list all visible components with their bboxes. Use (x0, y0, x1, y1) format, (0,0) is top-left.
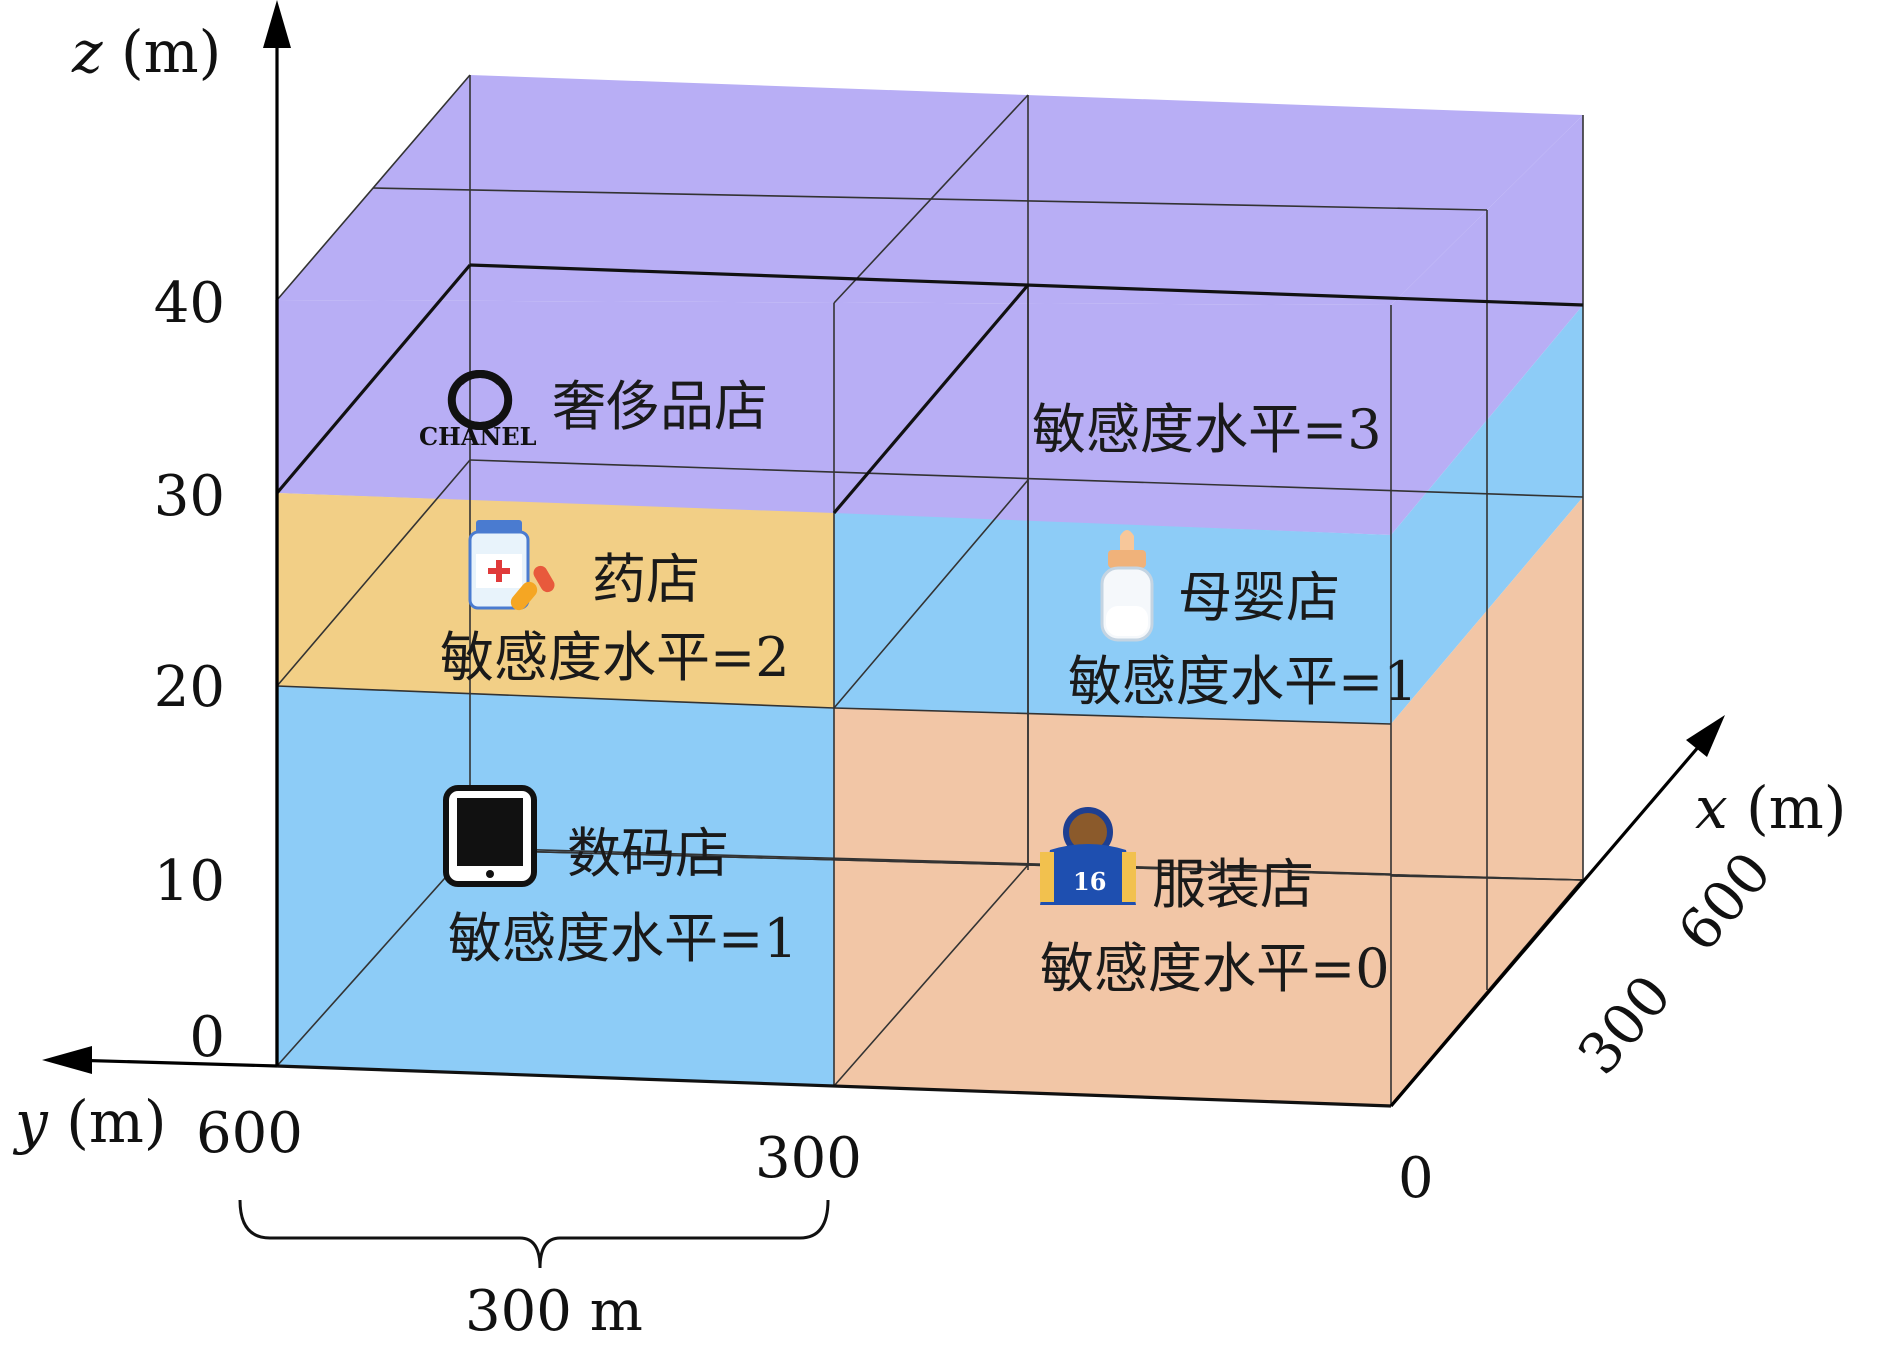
span-label: 300 m (465, 1279, 643, 1344)
z-axis-label: z (m) (71, 18, 221, 86)
x-axis-label: x (m) (1695, 774, 1846, 842)
clothing-store-sensitivity: 敏感度水平=0 (1040, 937, 1390, 1000)
z-tick-0: 0 (189, 1005, 225, 1070)
x-tick-0: 0 (1398, 1146, 1434, 1211)
y-axis-label: y (m) (12, 1088, 166, 1156)
x-axis (1389, 715, 1725, 1108)
pharmacy-store-name: 药店 (592, 548, 700, 611)
x-tick-300: 300 (1566, 963, 1685, 1087)
clothing-region-front-face (834, 708, 1391, 1106)
digital-store-sensitivity: 敏感度水平=1 (448, 907, 798, 970)
pharmacy-store-sensitivity: 敏感度水平=2 (440, 626, 790, 689)
z-axis-arrowhead (263, 0, 291, 48)
chanel-logo: CHANEL (419, 370, 537, 451)
x-axis-arrowhead (1686, 715, 1725, 757)
luxury-store-name: 奢侈品店 (552, 375, 768, 438)
z-tick-labels: 0 10 20 30 40 (154, 271, 225, 1070)
z-tick-40: 40 (154, 271, 225, 336)
digital-region-front-face (277, 686, 834, 1086)
baby-bottle-icon (1100, 530, 1154, 642)
y-tick-300: 300 (755, 1126, 862, 1191)
clothing-store-name: 服装店 (1152, 853, 1314, 916)
z-tick-20: 20 (154, 655, 225, 720)
hoodie-number: 16 (1073, 867, 1106, 896)
digital-store-name: 数码店 (567, 822, 729, 885)
baby-store-name: 母婴店 (1178, 566, 1340, 629)
z-tick-30: 30 (154, 464, 225, 529)
medicine-bottle-icon (468, 520, 555, 611)
z-axis (263, 0, 291, 1066)
hoodie-icon: 16 (1040, 807, 1136, 905)
luxury-store-sensitivity: 敏感度水平=3 (1032, 398, 1382, 461)
pharmacy-region-front-face (277, 493, 834, 708)
span-brace (238, 1199, 830, 1269)
luxury-store-region (277, 75, 1583, 535)
y-axis (42, 1046, 278, 1074)
z-tick-10: 10 (154, 849, 225, 914)
y-tick-600: 600 (196, 1101, 303, 1166)
tablet-icon (443, 785, 537, 887)
luxury-region-top-face (277, 75, 1583, 305)
x-tick-600: 600 (1666, 840, 1785, 964)
baby-store-sensitivity: 敏感度水平=1 (1068, 650, 1418, 713)
y-axis-arrowhead (42, 1046, 92, 1074)
chanel-logo-text: CHANEL (419, 422, 537, 451)
